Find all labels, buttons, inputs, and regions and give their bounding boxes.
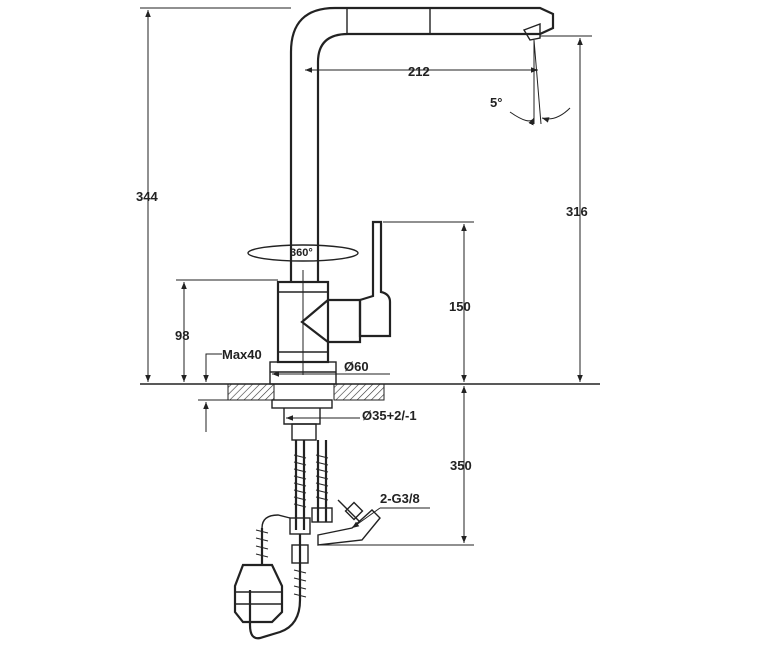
dimension-total-height: 344 xyxy=(136,7,291,382)
dimension-base-diameter: Ø60 xyxy=(272,359,390,377)
label-spout-angle: 5° xyxy=(490,95,502,110)
label-hole-diameter: Ø35+2/-1 xyxy=(362,408,417,423)
label-hose-length: 350 xyxy=(450,458,472,473)
dimension-spout-height: 316 xyxy=(540,35,592,382)
faucet-outline xyxy=(247,6,555,385)
countertop-section xyxy=(140,383,600,401)
label-spout-height: 316 xyxy=(566,204,588,219)
label-rotation: 360° xyxy=(290,247,313,259)
dimension-spout-reach: 212 xyxy=(305,64,538,79)
dimension-spout-angle: 5° xyxy=(490,39,571,126)
dimension-max-deck: Max40 xyxy=(198,347,262,432)
label-base-diameter: Ø60 xyxy=(344,359,369,374)
label-spout-reach: 212 xyxy=(408,64,430,79)
label-total-height: 344 xyxy=(136,189,158,204)
mounting-assembly xyxy=(233,399,381,640)
dimension-hole-diameter: Ø35+2/-1 xyxy=(286,408,417,423)
label-lever-height: 150 xyxy=(449,299,471,314)
dimension-connection: 2-G3/8 xyxy=(351,491,430,529)
dimension-lever-height: 150 xyxy=(383,221,474,382)
label-max-deck: Max40 xyxy=(222,347,262,362)
label-body-height: 98 xyxy=(175,328,189,343)
label-connection: 2-G3/8 xyxy=(380,491,420,506)
dimension-body-height: 98 xyxy=(175,279,278,382)
dimension-hose-length: 350 xyxy=(320,386,474,546)
